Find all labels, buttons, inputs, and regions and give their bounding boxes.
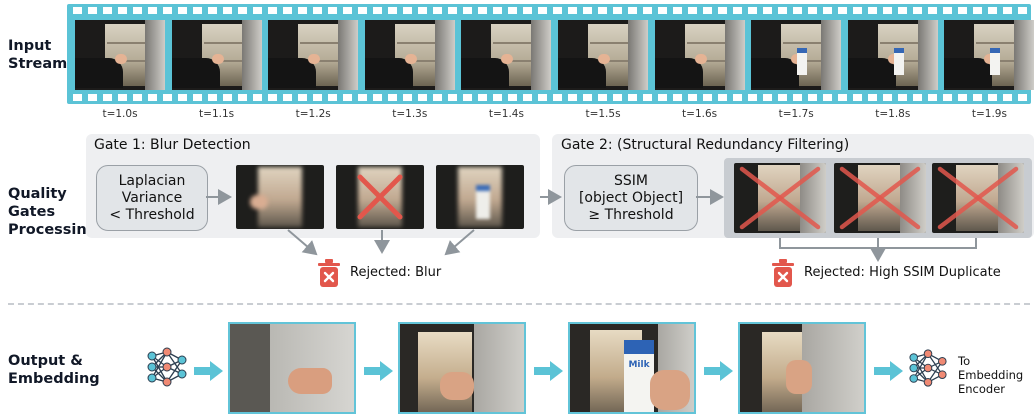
- rule-line: Variance: [121, 189, 183, 206]
- rejected-blur-label: Rejected: Blur: [350, 265, 442, 280]
- arrow-right-icon: [874, 361, 903, 381]
- arrow-right-icon: [704, 361, 733, 381]
- film-frame: [364, 20, 455, 90]
- row-label-line: Embedding: [8, 371, 100, 387]
- film-frame: [461, 20, 552, 90]
- blurred-frame-2: [336, 165, 424, 229]
- x-mark-icon: [357, 174, 403, 220]
- gate1-rule-box: Laplacian Variance < Threshold: [96, 165, 208, 231]
- film-frame: [75, 20, 165, 90]
- milk-carton: [476, 185, 490, 219]
- timestamp-label: t=1.4s: [488, 108, 524, 120]
- rule-line: < Threshold: [109, 206, 195, 223]
- gate1-title: Gate 1: Blur Detection: [94, 137, 251, 153]
- x-mark-icon: [739, 166, 821, 230]
- gate2-rule-box: SSIM [object Object] ≥ Threshold: [564, 165, 698, 231]
- row-label-line: Processing: [8, 222, 98, 238]
- timestamp-label: t=1.1s: [199, 108, 235, 120]
- x-mark-icon: [937, 166, 1019, 230]
- row-label-line: Stream: [8, 56, 68, 72]
- timestamp-label: t=1.9s: [971, 108, 1007, 120]
- gate2-title: Gate 2: (Structural Redundancy Filtering…: [561, 137, 850, 153]
- row-label-line: Input: [8, 38, 52, 54]
- timestamp-label: t=1.0s: [102, 108, 138, 120]
- film-frame: [171, 20, 262, 90]
- encoder-label: To Embedding Encoder: [958, 354, 1036, 396]
- row-label-line: Quality: [8, 186, 67, 202]
- input-film-strip: [67, 4, 1035, 104]
- milk-carton: [990, 48, 1001, 75]
- encoder-label-line: Encoder: [958, 382, 1006, 396]
- rule-line: Laplacian: [118, 172, 186, 189]
- rejected-ssim-label: Rejected: High SSIM Duplicate: [804, 265, 1001, 280]
- arrow-right-icon: [194, 361, 223, 381]
- neural-network-icon: [147, 347, 187, 387]
- film-frame: [654, 20, 745, 90]
- row-label-quality: Quality Gates Processing: [8, 185, 97, 239]
- row-label-line: Gates: [8, 204, 56, 220]
- film-frame: [558, 20, 648, 90]
- trash-icon: [318, 259, 340, 287]
- trash-icon: [772, 259, 794, 287]
- blurred-frame-1: [236, 165, 324, 229]
- film-perforations-bottom: [67, 94, 1031, 101]
- blurred-frame-3: [436, 165, 524, 229]
- film-frame: [847, 20, 938, 90]
- output-frame-4: [738, 322, 866, 414]
- neural-network-icon: [909, 349, 947, 387]
- encoder-label-line: To Embedding: [958, 354, 1024, 382]
- timestamp-label: t=1.7s: [778, 108, 814, 120]
- timestamp-label: t=1.3s: [392, 108, 428, 120]
- milk-carton: Milk: [624, 340, 654, 412]
- output-frame-1: [228, 322, 356, 414]
- output-frame-3: Milk: [568, 322, 696, 414]
- milk-carton: [797, 48, 808, 75]
- row-label-input: Input Stream: [8, 37, 67, 73]
- duplicate-frame: [734, 163, 826, 233]
- rule-line: [object Object]: [578, 189, 684, 206]
- film-frame: [268, 20, 359, 90]
- arrow-right-icon: [534, 361, 563, 381]
- timestamp-label: t=1.5s: [585, 108, 621, 120]
- milk-label: Milk: [628, 360, 650, 370]
- film-frame: [944, 20, 1035, 90]
- row-label-output: Output & Embedding: [8, 352, 100, 388]
- duplicate-frame: [834, 163, 926, 233]
- timestamp-label: t=1.2s: [295, 108, 331, 120]
- film-perforations-top: [67, 7, 1031, 14]
- arrow-down-icon: [287, 229, 318, 256]
- arrow-right-icon: [364, 361, 393, 381]
- x-mark-icon: [839, 166, 921, 230]
- row-label-line: Output &: [8, 353, 83, 369]
- milk-carton: [893, 48, 904, 75]
- timestamp-label: t=1.6s: [682, 108, 718, 120]
- hand: [250, 195, 268, 209]
- rule-line: SSIM: [614, 172, 648, 189]
- arrow-down-icon: [444, 229, 475, 256]
- rule-line: ≥ Threshold: [588, 206, 674, 223]
- duplicate-frame: [932, 163, 1024, 233]
- output-frame-2: [398, 322, 526, 414]
- film-frame: [751, 20, 842, 90]
- section-divider: [8, 303, 1030, 305]
- timestamp-label: t=1.8s: [875, 108, 911, 120]
